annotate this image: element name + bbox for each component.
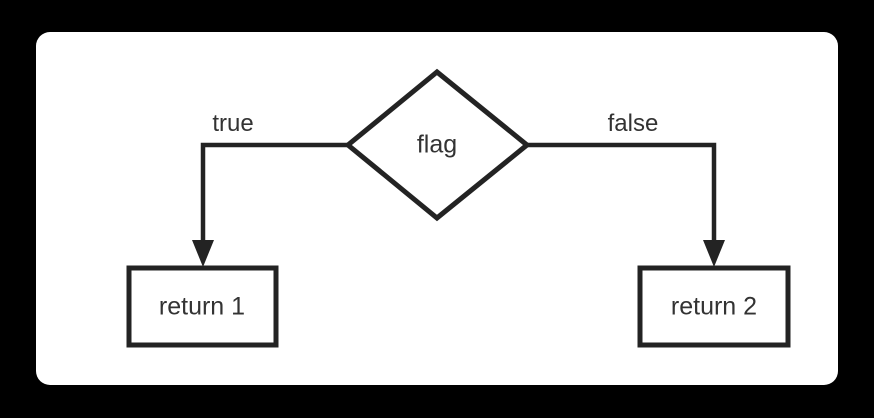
node-flag[interactable]: flag bbox=[344, 68, 531, 222]
node-return1[interactable]: return 1 bbox=[126, 265, 279, 348]
edge-true-arrowhead bbox=[192, 240, 214, 267]
edge-true-label: true bbox=[212, 110, 253, 137]
node-return1-box[interactable] bbox=[126, 265, 279, 348]
node-return2-box[interactable] bbox=[637, 265, 791, 348]
edge-false-arrowhead bbox=[703, 240, 725, 267]
edge-false-line bbox=[527, 142, 717, 245]
node-flag-diamond[interactable] bbox=[344, 68, 531, 222]
node-flag-label: flag bbox=[417, 131, 457, 159]
edge-false-label: false bbox=[608, 110, 659, 137]
edge-true: true bbox=[192, 110, 348, 267]
node-return2[interactable]: return 2 bbox=[637, 265, 791, 348]
edge-false: false bbox=[527, 110, 725, 267]
node-return2-label: return 2 bbox=[671, 293, 757, 321]
node-return1-label: return 1 bbox=[159, 293, 245, 321]
edge-true-line bbox=[200, 142, 348, 245]
